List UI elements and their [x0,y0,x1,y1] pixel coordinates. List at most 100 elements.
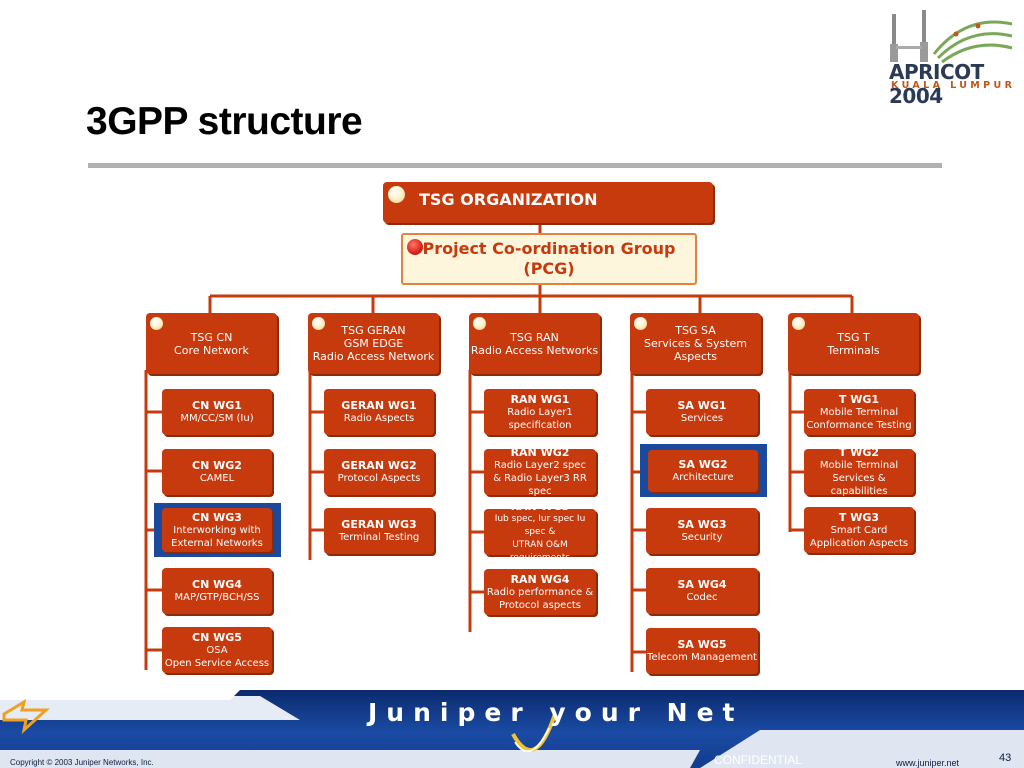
cn-wg5-desc2: Open Service Access [164,657,270,669]
red-bullet-icon [407,239,423,255]
bullet-icon [388,186,405,203]
footer-copyright: Copyright © 2003 Juniper Networks, Inc. [10,758,154,767]
t-wg2-desc1: Mobile Terminal [819,460,899,471]
cn-wg2-title: CN WG2 [192,459,242,472]
tsg-sa-line2: Services & System [644,337,747,350]
tsg-sa-line1: TSG SA [675,324,716,337]
ran-wg3-title: RAN WG3 [510,499,570,513]
pcg-line2: (PCG) [523,259,575,278]
tsg-cn-box: TSG CN Core Network [146,313,277,374]
t-wg1-desc1: Mobile Terminal [819,406,899,418]
ran-wg1-desc2: specification [508,419,572,431]
sa-wg4-desc: Codec [686,592,718,603]
tsg-ran-box: TSG RAN Radio Access Networks [469,313,600,374]
geran-wg2-desc: Protocol Aspects [337,473,421,484]
ran-wg4-title: RAN WG4 [510,572,570,586]
t-wg2-title: T WG2 [838,446,880,459]
cn-wg4-box: CN WG4 MAP/GTP/BCH/SS [162,568,272,614]
cn-wg2-desc: CAMEL [199,473,235,484]
bullet-icon [312,317,325,330]
footer-website: www.juniper.net [896,758,960,768]
sa-wg2-desc: Architecture [672,472,734,483]
cn-wg1-box: CN WG1 MM/CC/SM (Iu) [162,389,272,435]
pcg-line1: Project Co-ordination Group [422,239,676,258]
footer-wave-graphic [0,690,1024,768]
ran-wg4-desc2: Protocol aspects [499,599,581,611]
ran-wg1-box: RAN WG1 Radio Layer1 specification [484,389,596,435]
t-wg1-box: T WG1 Mobile Terminal Conformance Testin… [804,389,914,435]
sa-wg4-title: SA WG4 [677,578,727,591]
cn-wg1-desc: MM/CC/SM (Iu) [180,413,254,424]
ran-wg3-desc1: Iub spec, Iur spec Iu spec & [494,513,586,537]
geran-wg1-title: GERAN WG1 [341,399,417,412]
footer-brand: Juniper your Net [368,698,744,727]
tsg-cn-line2: Core Network [174,343,249,357]
apricot-logo [890,10,1013,64]
tsg-geran-line2: GSM EDGE [343,337,404,350]
geran-wg3-box: GERAN WG3 Terminal Testing [324,508,434,554]
sa-wg2-title: SA WG2 [678,458,728,471]
page-number: 43 [999,752,1012,764]
sa-wg1-desc: Services [680,413,724,424]
ran-wg3-box: RAN WG3 Iub spec, Iur spec Iu spec & UTR… [484,500,596,563]
bullet-icon [634,317,647,330]
cn-wg3-desc2: External Networks [171,537,263,549]
geran-wg1-desc: Radio Aspects [343,413,415,424]
tsg-organization-box: TSG ORGANIZATION [383,182,713,223]
sa-wg3-title: SA WG3 [677,518,727,531]
t-wg1-desc2: Conformance Testing [806,419,912,431]
logo-text: APRICOT 2004 [889,60,984,108]
ran-wg3-desc2: UTRAN O&M requirements [509,539,571,563]
sa-wg5-box: SA WG5 Telecom Management [646,628,758,674]
t-wg3-box: T WG3 Smart Card Application Aspects [804,507,914,553]
tsg-t-line1: TSG T [837,330,870,344]
sa-wg4-box: SA WG4 Codec [646,568,758,614]
ran-wg2-desc1: Radio Layer2 spec [494,460,586,471]
cn-wg5-title: CN WG5 [192,630,242,644]
footer-banner: Juniper your Net Copyright © 2003 Junipe… [0,690,1024,768]
cn-wg4-title: CN WG4 [192,578,242,591]
t-wg2-box: T WG2 Mobile Terminal Services & capabil… [804,446,914,497]
sa-wg1-title: SA WG1 [677,399,727,412]
geran-wg1-box: GERAN WG1 Radio Aspects [324,389,434,435]
sa-wg2-box: SA WG2 Architecture [648,450,758,492]
ran-wg2-box: RAN WG2 Radio Layer2 spec & Radio Layer3… [484,446,596,497]
pcg-box: Project Co-ordination Group (PCG) [401,233,697,285]
slide-title: 3GPP structure [86,100,363,143]
bullet-icon [473,317,486,330]
tsg-geran-line1: TSG GERAN [341,324,406,337]
tsg-geran-box: TSG GERAN GSM EDGE Radio Access Network [308,313,439,374]
tsg-organization-label: TSG ORGANIZATION [419,190,598,209]
connector-lines [144,223,854,672]
geran-wg2-box: GERAN WG2 Protocol Aspects [324,449,434,495]
t-wg1-title: T WG1 [838,392,880,406]
tsg-sa-box: TSG SA Services & System Aspects [630,313,761,374]
tsg-t-box: TSG T Terminals [788,313,919,374]
tsg-ran-line1: TSG RAN [510,330,559,344]
t-wg3-title: T WG3 [838,510,880,524]
geran-wg3-desc: Terminal Testing [338,532,420,543]
tsg-cn-line1: TSG CN [190,330,233,344]
geran-wg3-title: GERAN WG3 [341,518,417,531]
sa-wg1-box: SA WG1 Services [646,389,758,435]
tsg-geran-line3: Radio Access Network [312,350,435,363]
sa-wg3-box: SA WG3 Security [646,508,758,554]
ran-wg1-desc1: Radio Layer1 [507,406,573,418]
ran-wg2-title: RAN WG2 [510,446,570,459]
cn-wg3-desc1: Interworking with [173,524,261,536]
geran-wg2-title: GERAN WG2 [341,459,417,472]
cn-wg3-title: CN WG3 [192,510,242,524]
cn-wg3-box: CN WG3 Interworking with External Networ… [162,508,272,552]
ran-wg4-box: RAN WG4 Radio performance & Protocol asp… [484,569,596,615]
sa-wg5-title: SA WG5 [677,638,727,651]
cn-wg1-title: CN WG1 [192,399,242,412]
ran-wg2-desc2: & Radio Layer3 RR spec [493,473,587,497]
bullet-icon [792,317,805,330]
tsg-sa-line3: Aspects [673,350,718,363]
footer-confidential: CONFIDENTIAL [714,753,803,767]
bullet-icon [150,317,163,330]
cn-wg5-box: CN WG5 OSA Open Service Access [162,627,272,673]
t-wg3-desc2: Application Aspects [809,537,909,549]
tsg-ran-line2: Radio Access Networks [470,343,599,357]
t-wg2-desc2: Services & capabilities [830,473,888,497]
